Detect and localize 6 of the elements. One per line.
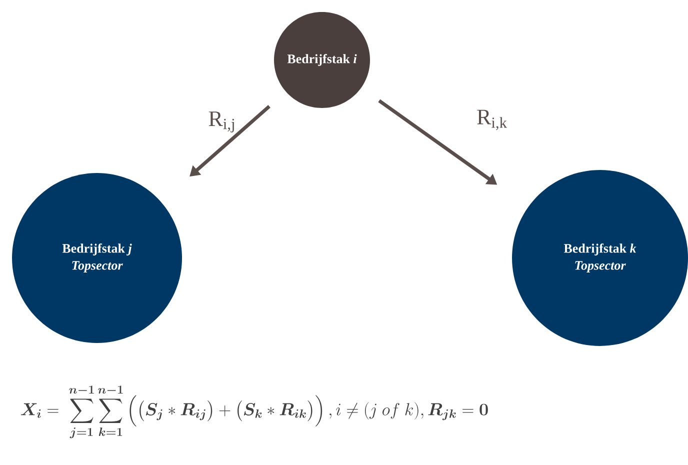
circle-node: Bedrijfstak i bbox=[274, 12, 370, 108]
edge-label: R$_{i,j}$ bbox=[208, 112, 234, 132]
edge-label: R$_{i,k}$ bbox=[477, 110, 507, 130]
circle-node: Bedrijfstak k Topsector bbox=[512, 170, 688, 346]
circle-node: Bedrijfstakj Topsector bbox=[12, 173, 182, 343]
formula: $\boldsymbol{X_i} =\; \sum_{\boldsymbol{j=1}}^{\boldsymbol{n-1}}\sum_{\boldsymbol{k=1}}^{\boldsymbol{n-1}}\Big(\big(\boldsymbol{S_j} * \boldsymbol{R_{ij}}\big) + \big(\boldsymbol{S_k} * \boldsymbol{R_{ik}}\big)\Big)\,, i \neq (j\ of\ k), \boldsymbol{R_{jk}} = \boldsymbol{0}$ bbox=[20, 386, 488, 438]
